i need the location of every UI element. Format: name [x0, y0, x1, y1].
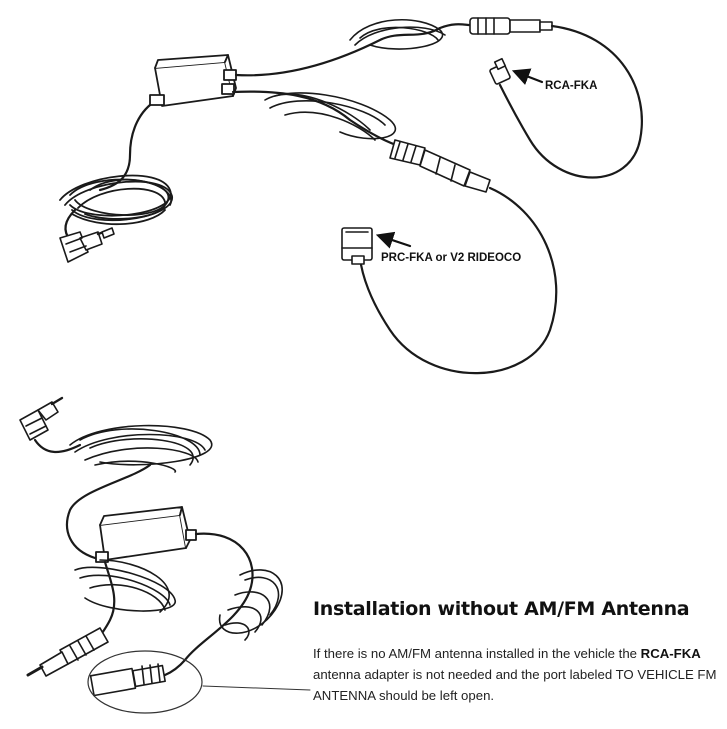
- top-harness: [59, 17, 643, 375]
- cable-loop-prc: [358, 186, 558, 375]
- rca-fka-plug: [489, 57, 511, 85]
- section-title: Installation without AM/FM Antenna: [313, 598, 690, 620]
- body-text-post: antenna adapter is not needed and the po…: [313, 667, 717, 703]
- cable-coil-left: [59, 174, 173, 226]
- arrow-prc-fka: [375, 231, 412, 249]
- antenna-male-plug: [26, 627, 109, 677]
- audio-jack-bottom: [19, 396, 64, 441]
- cable-coil-top: [349, 18, 446, 50]
- body-text-pre: If there is no AM/FM antenna installed i…: [313, 646, 641, 661]
- rca-inline-connector: [469, 17, 553, 35]
- cable-coil-large: [69, 424, 213, 473]
- rca-fka-label: RCA-FKA: [545, 80, 598, 92]
- antenna-female-adapter: [89, 663, 166, 697]
- fm-module-box-bottom: [95, 506, 197, 563]
- bottom-harness: [19, 396, 311, 714]
- cable-jack-to-coil: [33, 438, 82, 453]
- cable-coil-lower: [74, 559, 176, 613]
- body-text-bold: RCA-FKA: [640, 646, 701, 661]
- arrow-rca-fka: [511, 68, 544, 85]
- cable-coil-mid: [264, 92, 397, 141]
- fm-module-box: [149, 54, 237, 107]
- cable-coil-right: [218, 569, 283, 641]
- prc-fka-label: PRC-FKA or V2 RIDEOCO: [381, 252, 522, 264]
- cable-to-female-adapter: [163, 658, 187, 677]
- cable-loop-rca: [498, 24, 643, 179]
- audio-jack-top: [59, 227, 115, 263]
- cable-to-rca-plug: [234, 23, 472, 77]
- prc-inline-connector: [389, 139, 491, 193]
- section-body: If there is no AM/FM antenna installed i…: [313, 643, 723, 706]
- cable-coil-to-module: [65, 463, 152, 560]
- highlight-ellipse: [87, 650, 203, 714]
- prc-fka-connector: [341, 227, 373, 265]
- pointer-line: [202, 685, 311, 691]
- cable-module-right: [183, 532, 254, 662]
